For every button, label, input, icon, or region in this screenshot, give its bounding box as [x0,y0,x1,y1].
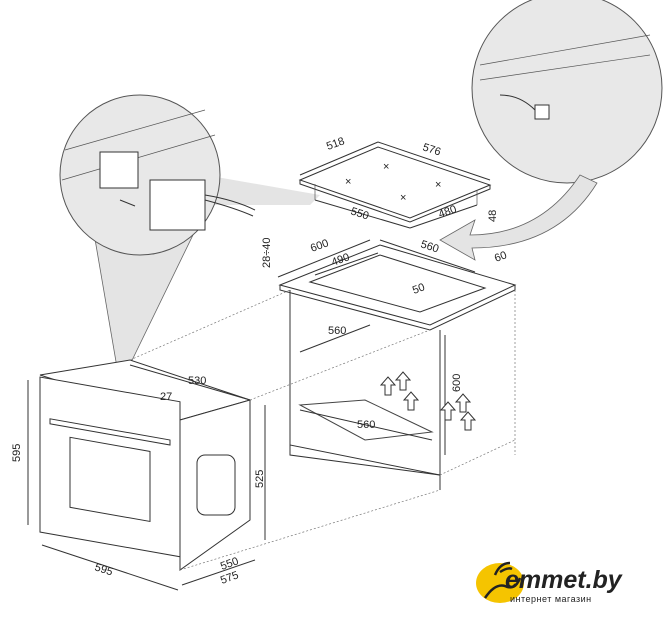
plug-callout [439,0,663,261]
hob-width-label: 576 [421,141,442,158]
oven-top-depth-label: 530 [188,375,206,387]
logo-name: emmet.by [505,566,622,594]
cabinet-inner-height-label: 600 [451,374,463,392]
cabinet-front-gap-label: 50 [411,281,427,296]
hob-cutout-width-label: 550 [349,205,370,222]
oven-drawing [39,359,252,571]
terminal-block-icon [99,151,256,231]
worktop-thickness-label: 28÷40 [261,237,273,268]
cabinet-cutout-depth-label: 490 [330,251,351,269]
hob-depth-label: 518 [325,135,346,153]
cabinet-drawing [278,244,517,490]
cabinet-top-width-label: 600 [309,237,330,255]
oven-body-depth-label: 550 [219,555,240,573]
cabinet-inner-width-label: 560 [328,325,346,337]
oven-height-label: 595 [11,444,23,462]
connector-callout [59,94,320,387]
hob-cutout-depth-label: 480 [437,203,458,221]
svg-text:×: × [400,192,406,204]
logo-tagline: интернет магазин [510,594,592,604]
cabinet-cutout-width-label: 560 [419,238,440,255]
oven-panel-label: 27 [160,391,172,403]
svg-text:×: × [345,176,351,188]
emmet-logo-icon [476,561,524,603]
cabinet-niche-width-label: 560 [357,419,375,431]
cabinet-rear-gap-label: 60 [493,249,509,264]
svg-text:×: × [435,179,441,191]
oven-total-depth-label: 575 [219,569,240,587]
svg-text:×: × [383,161,389,173]
airflow-arrow-icons [379,371,477,431]
oven-width-label: 595 [93,561,114,578]
hob-height-label: 48 [487,210,499,222]
dimension-lines [27,141,491,591]
oven-body-height-label: 525 [254,470,266,488]
hob-drawing: × × × × [298,146,492,223]
